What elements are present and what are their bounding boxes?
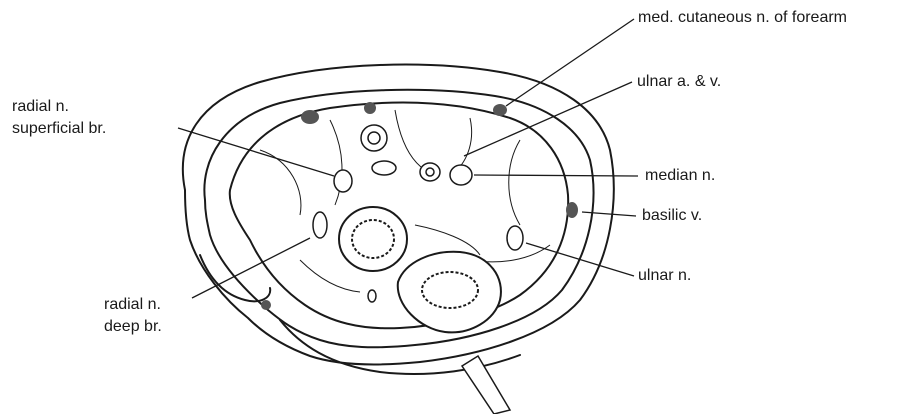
vein-top-mid — [364, 102, 376, 114]
basilic-vein-dot — [566, 202, 578, 218]
leader-basilic — [582, 212, 636, 216]
label-median-nerve: median n. — [645, 166, 715, 185]
med-cutaneous-nerve-dot — [493, 104, 507, 116]
label-radial-nerve-superficial-line2: superficial br. — [12, 119, 106, 138]
tendon-structure — [372, 161, 396, 175]
label-med-cutaneous-nerve: med. cutaneous n. of forearm — [638, 8, 847, 27]
label-radial-nerve-deep-line2: deep br. — [104, 317, 162, 336]
lower-left-dot — [261, 300, 271, 310]
septum-7 — [300, 260, 360, 292]
skin-outer-rim — [183, 65, 614, 365]
median-nerve — [450, 165, 472, 185]
radius-marrow — [352, 220, 394, 258]
septum-4 — [455, 118, 472, 172]
ulna-marrow — [422, 272, 478, 308]
label-radial-nerve-deep-line1: radial n. — [104, 295, 161, 314]
septum-3 — [395, 110, 425, 170]
septum-5 — [509, 140, 520, 225]
leader-med-cutaneous — [506, 19, 634, 106]
radial-superficial-branch — [334, 170, 352, 192]
label-ulnar-artery-vein: ulnar a. & v. — [637, 72, 721, 91]
leader-radial-deep — [192, 238, 310, 298]
leader-ulnar-n — [526, 243, 634, 276]
ulnar-nerve — [507, 226, 523, 250]
label-basilic-vein: basilic v. — [642, 206, 702, 225]
leader-radial-superficial — [178, 128, 334, 176]
label-ulnar-nerve: ulnar n. — [638, 266, 691, 285]
septum-8 — [415, 225, 480, 255]
label-radial-nerve-superficial-line1: radial n. — [12, 97, 69, 116]
radial-deep-branch — [313, 212, 327, 238]
interosseous-vessel — [368, 290, 376, 302]
vein-top-left — [301, 110, 319, 124]
